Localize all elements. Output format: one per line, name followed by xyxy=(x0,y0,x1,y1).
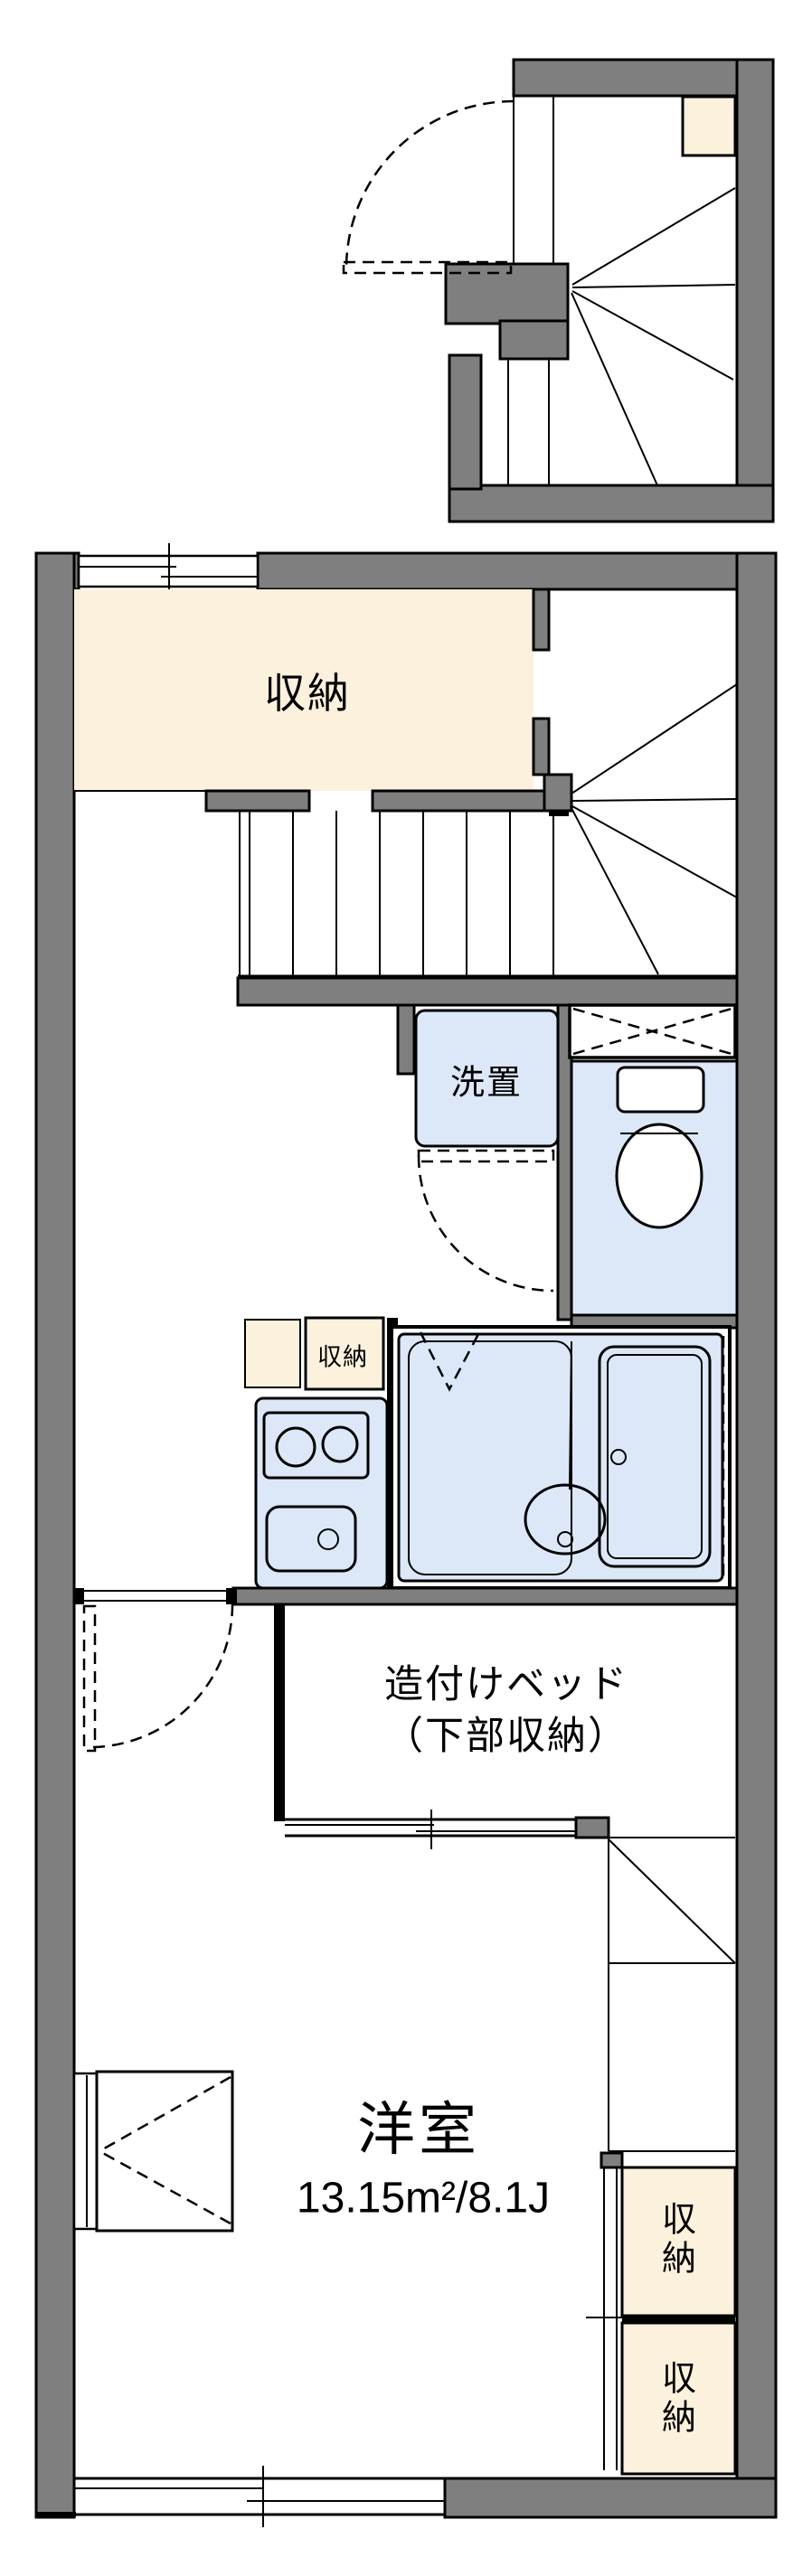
winder-tread-4 xyxy=(571,807,659,975)
room-door-leaf xyxy=(82,1604,97,1753)
entrance-door-arc xyxy=(345,99,515,269)
upper-left-wall xyxy=(448,353,483,491)
toilet-bowl-icon xyxy=(615,1123,703,1229)
bathroom xyxy=(390,1325,732,1590)
bottom-wall xyxy=(443,2477,778,2519)
sink-icon xyxy=(265,1505,357,1573)
right-wall xyxy=(735,551,778,2519)
threshold-jamb-left xyxy=(74,1588,84,1604)
bed-zone xyxy=(74,1586,739,1849)
outer-walls xyxy=(34,551,778,2519)
basin-drain xyxy=(557,1531,573,1547)
winder-tread-3 xyxy=(571,805,738,898)
stove-burner-left xyxy=(275,1426,316,1468)
western-room-area: 13.15m²/8.1J xyxy=(296,2174,551,2223)
laundry-door-arc xyxy=(417,1155,554,1293)
upper-stairwell-section xyxy=(342,58,775,523)
upper-storage-box xyxy=(681,95,737,157)
bathtub-icon xyxy=(598,1345,712,1568)
winder-tread-2 xyxy=(571,798,738,802)
sink-drain xyxy=(317,1528,339,1550)
bottom-window xyxy=(74,2466,445,2527)
toilet-tank-icon xyxy=(616,1066,705,1114)
storage-room-label: 収納 xyxy=(264,670,351,717)
bathtub-drain xyxy=(610,1449,627,1465)
storage-bottom-wall-a xyxy=(204,789,311,813)
kitchen-storage-box xyxy=(304,1316,385,1391)
closet-upper-box xyxy=(620,2166,737,2317)
threshold-jamb-right xyxy=(226,1588,237,1604)
wash-basin-icon xyxy=(524,1483,607,1556)
bed-window xyxy=(285,1810,576,1849)
closet-upper-label: 収納 xyxy=(661,2201,696,2278)
western-room-label: 洋室 xyxy=(357,2097,480,2162)
entrance-door-leaf xyxy=(342,260,513,275)
laundry-door-leaf xyxy=(417,1149,555,1163)
top-wall-main xyxy=(256,551,778,591)
toilet-room xyxy=(570,1059,739,1330)
bed-label-line2: （下部収納） xyxy=(384,1715,628,1758)
closet-lower-box xyxy=(620,2321,737,2476)
laundry-wall-stub xyxy=(396,1003,416,1076)
storage-bottom-wall-b xyxy=(371,789,548,813)
staircase xyxy=(236,683,739,1007)
bed-window-wall-stub xyxy=(574,1816,610,1839)
top-window xyxy=(77,543,260,600)
closet-lower-label: 収納 xyxy=(661,2360,696,2437)
upper-right-wall xyxy=(735,58,775,487)
storage-stair-wall-lower xyxy=(532,717,551,776)
laundry-niche xyxy=(396,1003,573,1321)
overhead-shelf xyxy=(568,1003,737,1059)
closet-divider xyxy=(622,2316,735,2323)
shower-floor xyxy=(408,1340,572,1575)
upper-step-wall-b xyxy=(498,319,570,361)
closet-wall-step xyxy=(600,2151,624,2169)
stair-newel-cap xyxy=(549,811,569,816)
shelf-diagonal xyxy=(608,1838,736,1964)
left-wall xyxy=(34,551,76,2519)
bath-folding-door xyxy=(419,1331,480,1392)
laundry-space-label: 洗置 xyxy=(449,1064,524,1103)
bed-label-line1: 造付けベッド xyxy=(384,1663,628,1706)
bed-left-wall xyxy=(274,1604,285,1821)
kitchen-storage-label: 収納 xyxy=(317,1343,368,1371)
bottom-left-wall-cap xyxy=(36,2512,76,2517)
storage-stair-wall-upper xyxy=(532,588,551,652)
bed-top-wall xyxy=(231,1586,739,1606)
bay-window-cabinet xyxy=(72,2070,234,2233)
upper-bottom-wall xyxy=(448,484,775,523)
upper-winder-treads xyxy=(507,187,736,486)
stair-newel-block xyxy=(543,773,573,813)
stove-icon xyxy=(262,1411,370,1480)
storage-room xyxy=(74,588,573,816)
kitchen-storage-box-left xyxy=(244,1319,301,1388)
stair-bottom-wall xyxy=(236,976,739,1007)
room-door-arc xyxy=(89,1603,234,1749)
upper-top-wall xyxy=(512,58,775,98)
stove-burner-right xyxy=(321,1425,359,1463)
shelf-refrigerator-space xyxy=(608,1837,736,2152)
right-storage-closets xyxy=(586,2151,737,2476)
winder-tread-1 xyxy=(571,683,738,794)
main-unit xyxy=(34,543,778,2527)
